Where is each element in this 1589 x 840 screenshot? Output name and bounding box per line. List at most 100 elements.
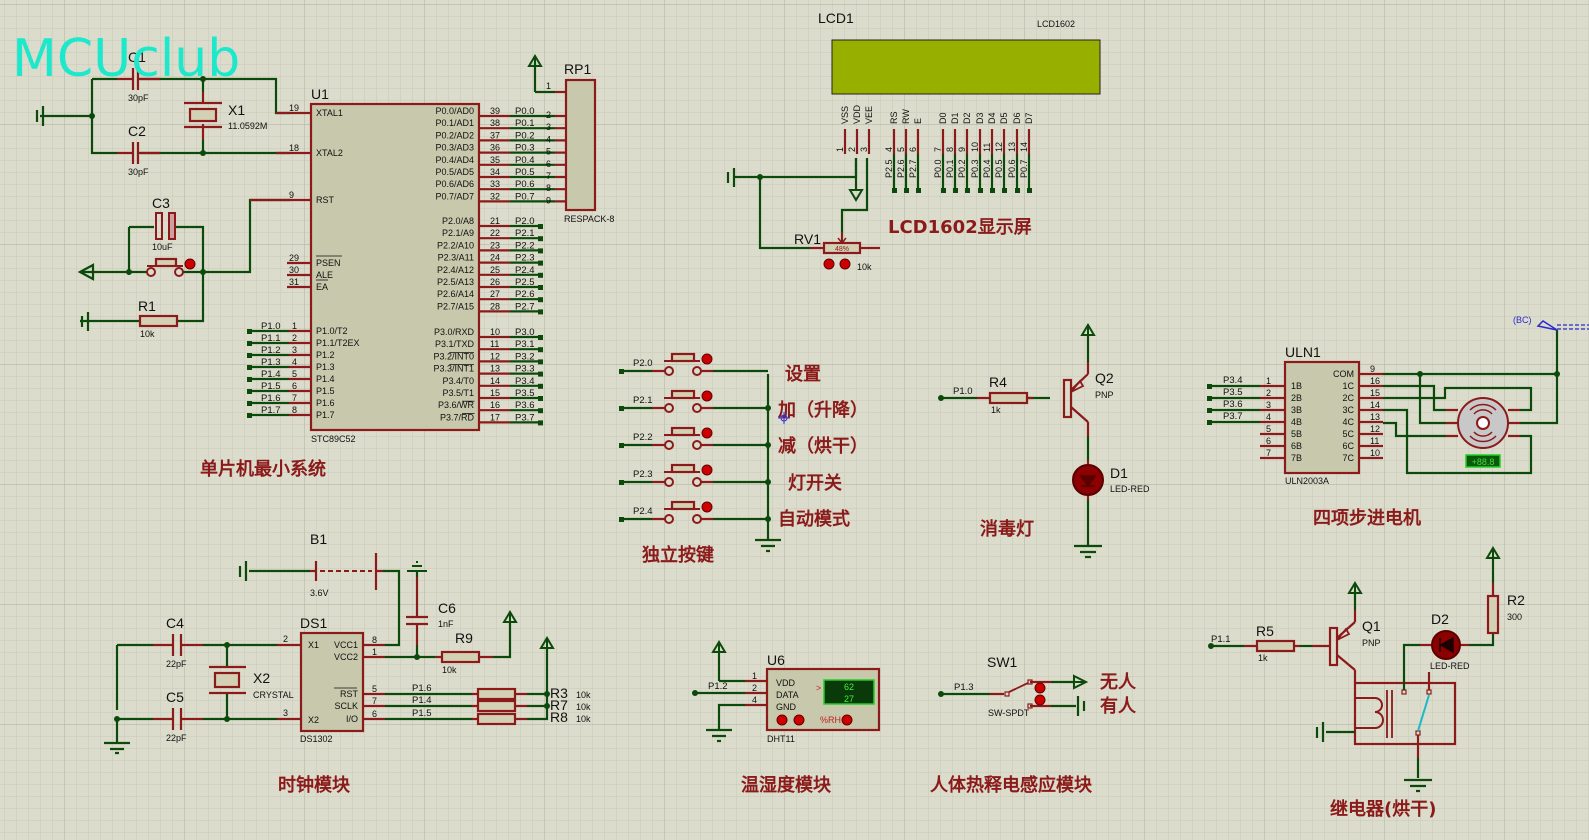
lcd-pin-number: 3 xyxy=(859,147,869,152)
net-terminal xyxy=(538,297,543,303)
net-label: P0.0 xyxy=(515,106,535,117)
mcu-pin-name: P0.7/AD7 xyxy=(435,191,474,201)
transistor-q1[interactable]: Q1 PNP xyxy=(1312,618,1381,671)
mode-toggle-button[interactable] xyxy=(841,714,853,726)
r5-value: 1k xyxy=(1258,653,1268,663)
net-terminal xyxy=(538,396,543,401)
resistor-r1[interactable]: R1 10k xyxy=(138,298,179,339)
decrease-button[interactable] xyxy=(776,714,788,726)
resistor-r7[interactable]: R7 10k xyxy=(472,697,591,713)
ground-icon xyxy=(1315,722,1325,742)
c6-ref: C6 xyxy=(438,600,456,616)
push-button[interactable]: P2.4 xyxy=(619,500,771,524)
capacitor-c4[interactable]: C4 22pF xyxy=(153,615,203,669)
relay-circuit: P1.1 R5 1k Q1 PNP xyxy=(1208,546,1525,793)
push-button[interactable]: P2.3 xyxy=(619,463,771,487)
crystal-x2[interactable]: X2 CRYSTAL xyxy=(209,645,294,719)
resistor-r4[interactable]: R4 1k xyxy=(977,374,1033,415)
push-button[interactable]: P2.2 xyxy=(619,426,771,450)
led-d2[interactable]: D2 LED-RED xyxy=(1420,611,1470,671)
capacitor-c1[interactable]: C1 30pF xyxy=(117,49,160,103)
rp1-pin1: 1 xyxy=(546,81,551,91)
resistor-r2[interactable]: R2 300 xyxy=(1486,583,1525,635)
uln-pin-number: 4 xyxy=(1266,412,1271,422)
lcd-pin-number: 11 xyxy=(982,143,992,152)
uln-pin-number: 9 xyxy=(1370,364,1375,374)
resistor-pack-rp1[interactable]: RP1 RESPACK-8 1 xyxy=(527,54,614,224)
mcu-pin-name: XTAL2 xyxy=(316,148,343,158)
mcu-pin-name: P3.1/TXD xyxy=(435,339,475,349)
resistor-r3[interactable]: R3 10k xyxy=(472,685,591,701)
rp1-pin-number: 6 xyxy=(546,159,551,169)
net-label: P1.0 xyxy=(261,321,281,332)
net-terminal xyxy=(538,408,543,414)
net-terminal xyxy=(247,353,252,358)
d2-ref: D2 xyxy=(1431,611,1449,627)
power-arrow-icon xyxy=(539,636,555,649)
capacitor-c3[interactable]: C3 10uF xyxy=(152,195,176,252)
dht11-sensor[interactable]: U6 DHT11 1 2 4 VDD DATA GND > 62 27 %RH xyxy=(745,652,881,744)
net-label: P0.4 xyxy=(515,155,535,166)
c5-value: 22pF xyxy=(166,733,187,743)
rv1-value: 10k xyxy=(857,262,872,272)
reset-circuit: C3 10uF R1 10k xyxy=(77,195,311,339)
mcu-pin-number: 11 xyxy=(490,339,499,349)
resistor-r8[interactable]: R8 10k xyxy=(472,709,591,726)
section-label-relay: 继电器(烘干) xyxy=(1330,798,1436,820)
transistor-q2[interactable]: Q2 PNP xyxy=(1062,370,1114,423)
reset-button[interactable] xyxy=(146,257,196,277)
lcd-pin-name: VEE xyxy=(864,106,874,124)
r3-ref: R3 xyxy=(550,685,568,701)
crystal-x1[interactable]: X1 11.0592M xyxy=(184,92,267,140)
push-button[interactable]: P2.1 xyxy=(619,389,771,413)
mcu-pin-name: P0.6/AD6 xyxy=(435,179,474,189)
lcd-pin-name: VSS xyxy=(840,106,850,124)
mcu-pin-number: 3 xyxy=(292,345,297,355)
capacitor-c5[interactable]: C5 22pF xyxy=(153,689,203,743)
d1-value: LED-RED xyxy=(1110,484,1150,494)
rv1-setting: 48% xyxy=(835,246,849,253)
resistor-r5[interactable]: R5 1k xyxy=(1244,623,1300,663)
rv1-ref: RV1 xyxy=(794,231,821,247)
capacitor-c6[interactable]: C6 1nF xyxy=(406,561,456,657)
ground-icon xyxy=(238,561,248,581)
ds1302-pin-number: 7 xyxy=(372,696,377,706)
lcd-1602[interactable]: LCD1 LCD1602 VSS1VDD2VEE3RS4P2.5RW5P2.6E… xyxy=(818,10,1101,193)
crosshair-cursor-icon xyxy=(778,412,790,424)
uln-part: ULN2003A xyxy=(1285,476,1329,486)
stepper-motor[interactable]: +88.8 xyxy=(1446,397,1520,468)
net-label: P2.7 xyxy=(515,301,535,312)
mcu-pin-number: 33 xyxy=(490,179,500,189)
net-label: P1.7 xyxy=(261,405,281,416)
ground-icon xyxy=(755,538,781,553)
r4-ref: R4 xyxy=(989,374,1007,390)
push-button[interactable]: P2.0 xyxy=(619,352,768,376)
net-terminal xyxy=(247,365,252,370)
net-label: P0.4 xyxy=(982,159,992,178)
clock-module: B1 3.6V C4 22pF C5 22pF X2 CRYSTAL xyxy=(104,531,591,755)
resistor-r9[interactable]: R9 10k xyxy=(435,630,493,675)
net-terminal xyxy=(1002,188,1007,193)
mcu-pin-number: 12 xyxy=(490,351,500,361)
net-terminal xyxy=(538,371,543,377)
battery-b1[interactable]: B1 3.6V xyxy=(310,531,383,598)
led-d1[interactable]: D1 LED-RED xyxy=(1072,460,1150,500)
dht11-unit-toggle[interactable]: %RH xyxy=(820,715,841,725)
uln-pin-number: 10 xyxy=(1370,448,1380,458)
dht11-pin-num: 4 xyxy=(752,695,757,705)
switch-sw1[interactable]: SW1 SW-SPDT xyxy=(987,654,1051,718)
ds1302-ref: DS1 xyxy=(300,615,327,631)
uln-pin-name: 3C xyxy=(1342,405,1354,415)
potentiometer-rv1[interactable]: 48% RV1 10k xyxy=(794,231,880,272)
dht11-humidity: 62 xyxy=(844,682,854,692)
uln-pin-name: 5C xyxy=(1342,429,1354,439)
uln-pin-number: 2 xyxy=(1266,388,1271,398)
watermark-logo: MCUclub xyxy=(12,29,240,89)
increase-button[interactable] xyxy=(793,714,805,726)
uln-pin-number: 1 xyxy=(1266,376,1271,386)
capacitor-c2[interactable]: C2 30pF xyxy=(117,123,160,177)
